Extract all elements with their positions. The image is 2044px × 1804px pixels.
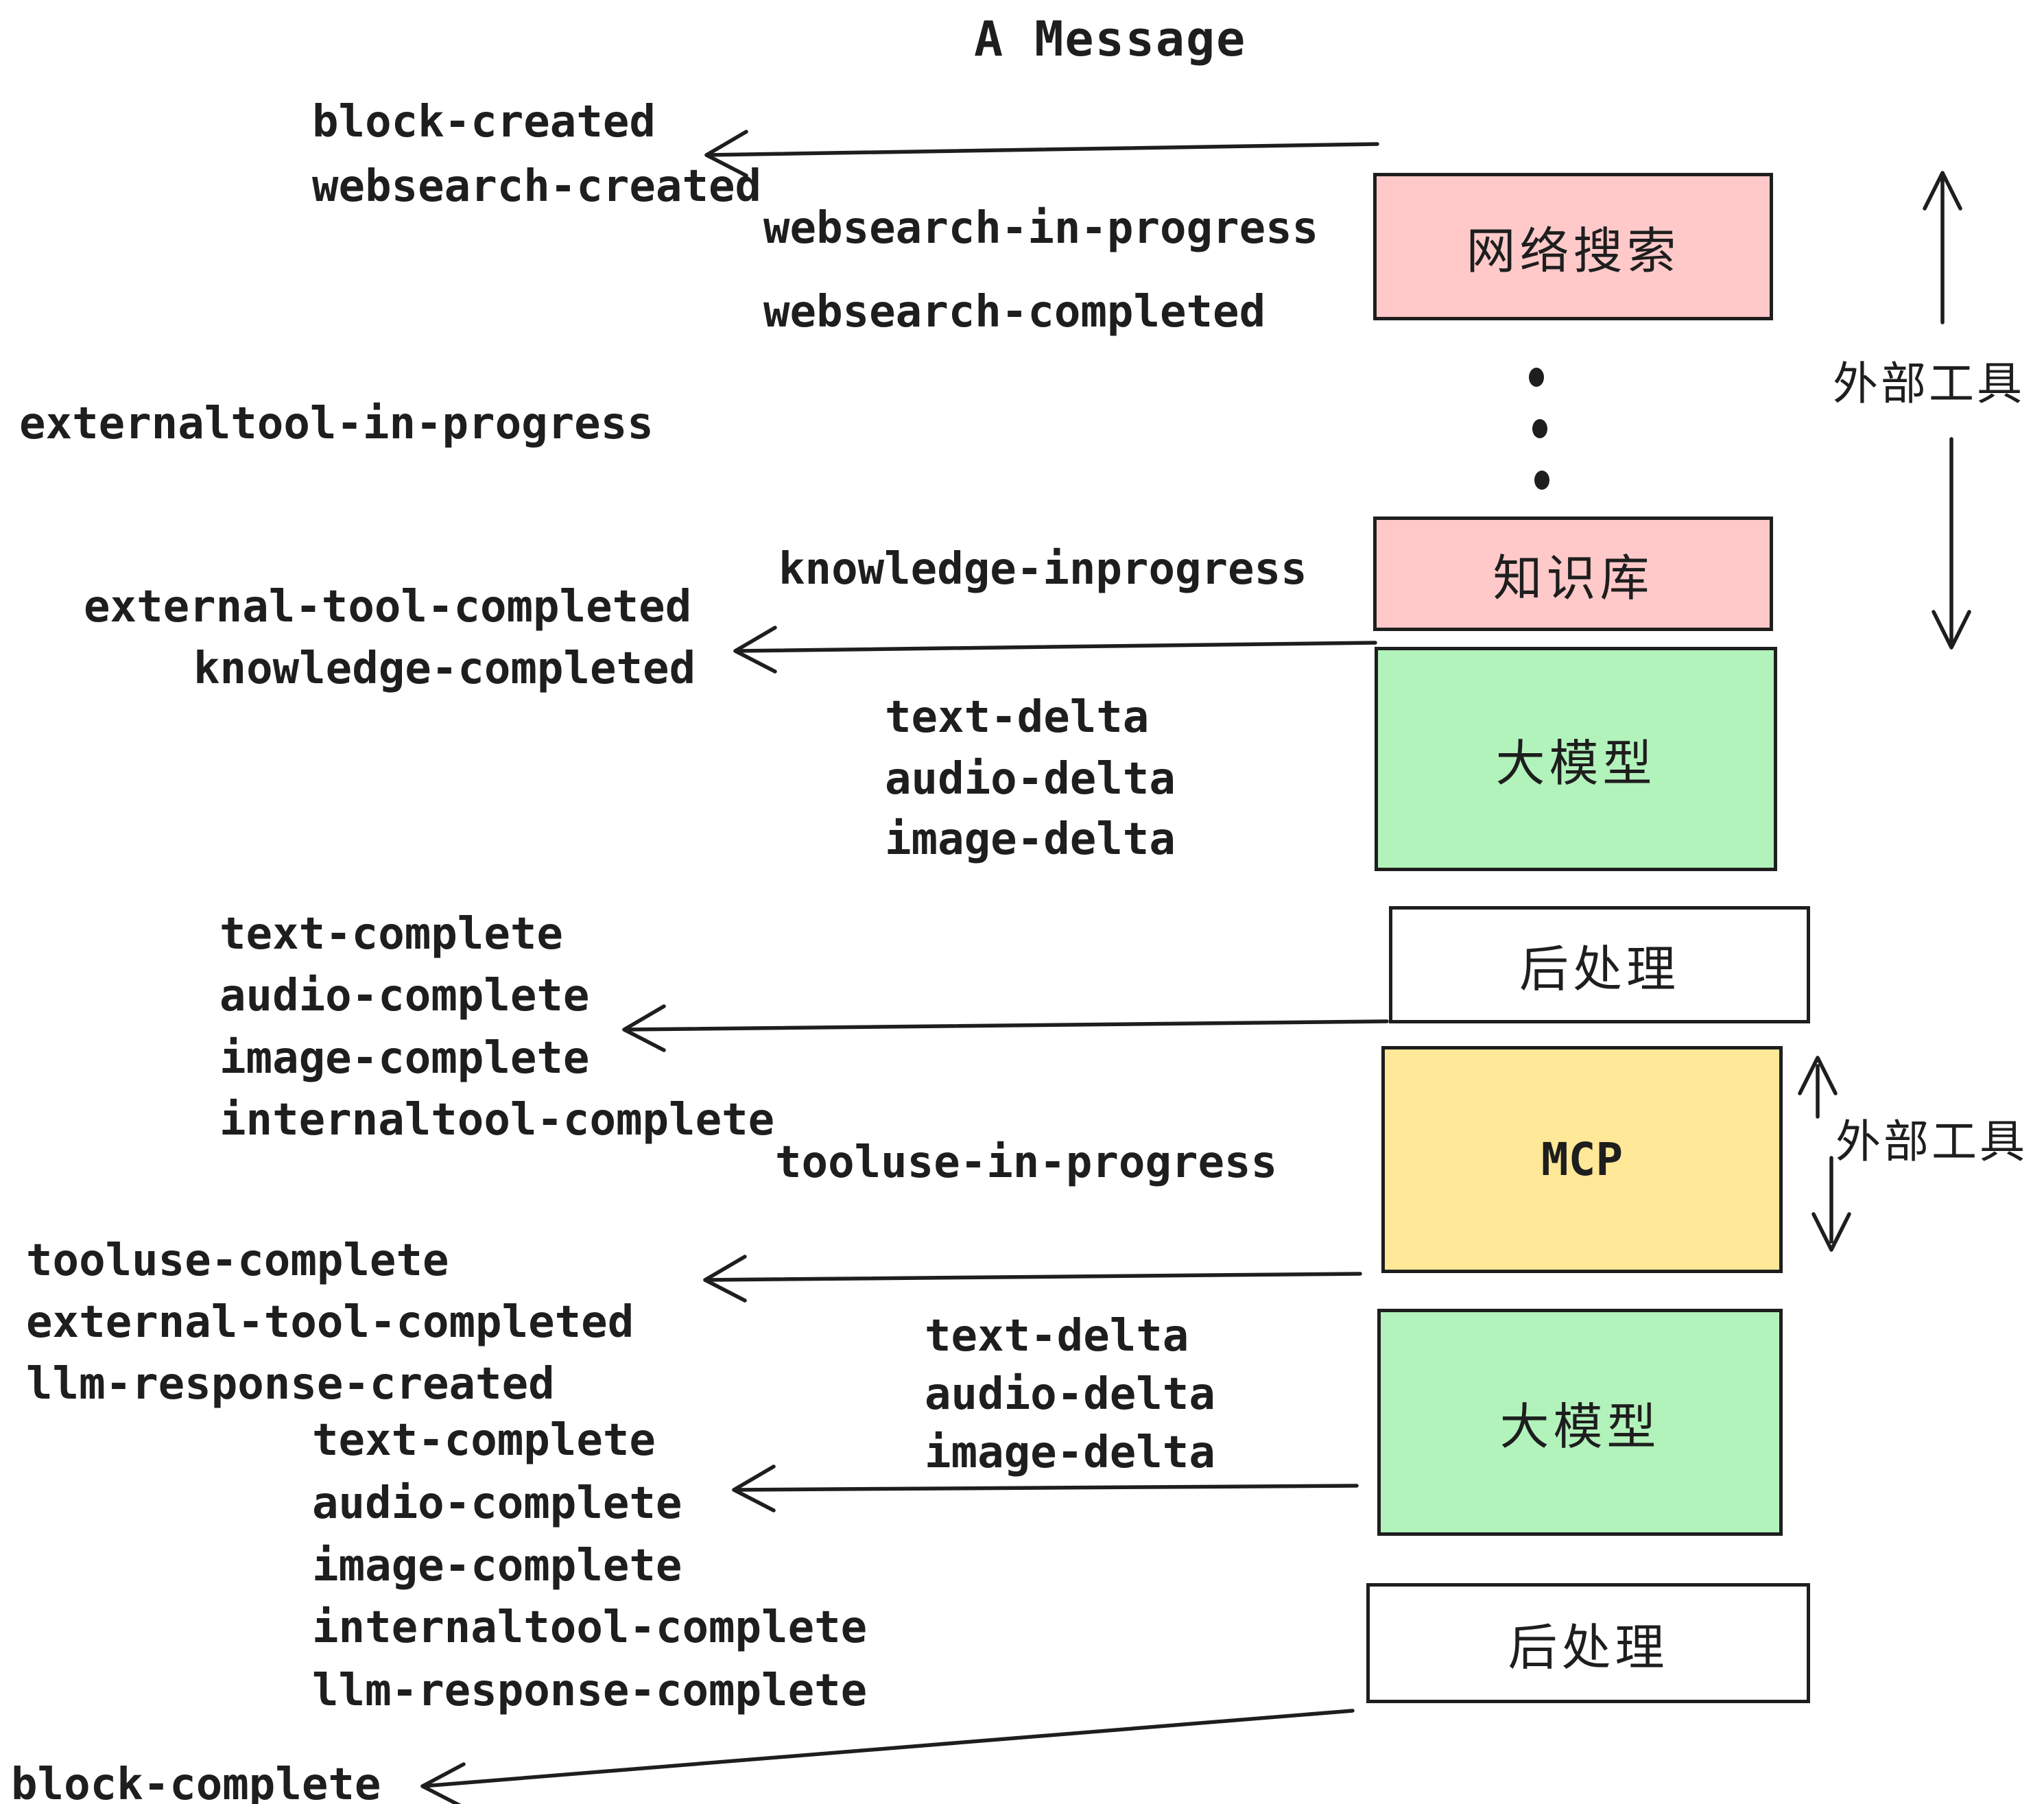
event-websearch-created: websearch-created	[312, 161, 762, 212]
external-tools-up-arrow	[1923, 171, 1962, 324]
external-tools-label-mcp: 外部工具	[1835, 1115, 2028, 1168]
box-knowledge: 知识库	[1373, 517, 1773, 631]
ellipsis-dots-icon	[1529, 368, 1549, 490]
event-tooluse-in-progress: tooluse-in-progress	[775, 1137, 1278, 1188]
event-audio-delta-2: audio-delta	[925, 1369, 1215, 1420]
box-mcp-label: MCP	[1541, 1133, 1624, 1186]
event-block-complete: block-complete	[11, 1759, 381, 1804]
event-text-delta-2: text-delta	[925, 1311, 1189, 1362]
box-post-2-label: 后处理	[1508, 1619, 1669, 1676]
event-image-complete-1: image-complete	[219, 1033, 590, 1084]
event-websearch-in-progress: websearch-in-progress	[763, 203, 1319, 254]
event-text-complete-2: text-complete	[312, 1415, 656, 1466]
event-image-delta-1: image-delta	[885, 814, 1176, 865]
event-tooluse-complete: tooluse-complete	[26, 1235, 449, 1286]
event-external-tool-completed-2: external-tool-completed	[26, 1297, 634, 1348]
event-externaltool-in-progress: externaltool-in-progress	[19, 399, 654, 449]
arrow-websearch-created	[704, 130, 1379, 178]
box-llm-1-label: 大模型	[1495, 735, 1656, 792]
event-internaltool-complete-2: internaltool-complete	[312, 1602, 868, 1653]
event-websearch-completed: websearch-completed	[763, 287, 1266, 337]
box-post-1-label: 后处理	[1519, 940, 1680, 998]
event-knowledge-inprogress: knowledge-inprogress	[779, 544, 1307, 595]
diagram-title: A Message	[974, 11, 1247, 67]
event-internaltool-complete-1: internaltool-complete	[219, 1095, 775, 1146]
box-knowledge-label: 知识库	[1493, 549, 1654, 607]
arrow-complete-group-1	[622, 1004, 1389, 1052]
event-llm-response-created: llm-response-created	[26, 1359, 555, 1410]
arrow-tooluse-complete	[703, 1255, 1362, 1303]
external-tools-down-arrow	[1932, 437, 1971, 650]
event-audio-complete-2: audio-complete	[312, 1478, 682, 1529]
arrow-knowledge-completed	[733, 626, 1377, 674]
box-post-2: 后处理	[1366, 1583, 1810, 1703]
box-websearch-label: 网络搜索	[1466, 222, 1680, 280]
event-text-delta-1: text-delta	[885, 692, 1150, 743]
arrow-block-complete	[420, 1709, 1355, 1804]
mcp-external-up-arrow	[1798, 1056, 1838, 1119]
event-audio-complete-1: audio-complete	[219, 971, 590, 1021]
box-llm-2: 大模型	[1377, 1309, 1783, 1536]
box-post-1: 后处理	[1389, 906, 1810, 1023]
event-text-complete-1: text-complete	[219, 909, 563, 960]
event-external-tool-completed-1: external-tool-completed	[84, 582, 692, 632]
mcp-external-down-arrow	[1811, 1156, 1851, 1252]
box-mcp: MCP	[1381, 1046, 1783, 1273]
event-image-delta-2: image-delta	[925, 1427, 1215, 1478]
event-audio-delta-1: audio-delta	[885, 754, 1176, 805]
box-llm-1: 大模型	[1375, 647, 1777, 871]
event-knowledge-completed: knowledge-completed	[193, 643, 696, 694]
event-llm-response-complete: llm-response-complete	[312, 1665, 868, 1716]
event-image-complete-2: image-complete	[312, 1541, 682, 1591]
box-llm-2-label: 大模型	[1499, 1398, 1661, 1456]
external-tools-label-top: 外部工具	[1833, 357, 2025, 410]
box-websearch: 网络搜索	[1373, 173, 1773, 320]
event-block-created: block-created	[312, 97, 656, 147]
